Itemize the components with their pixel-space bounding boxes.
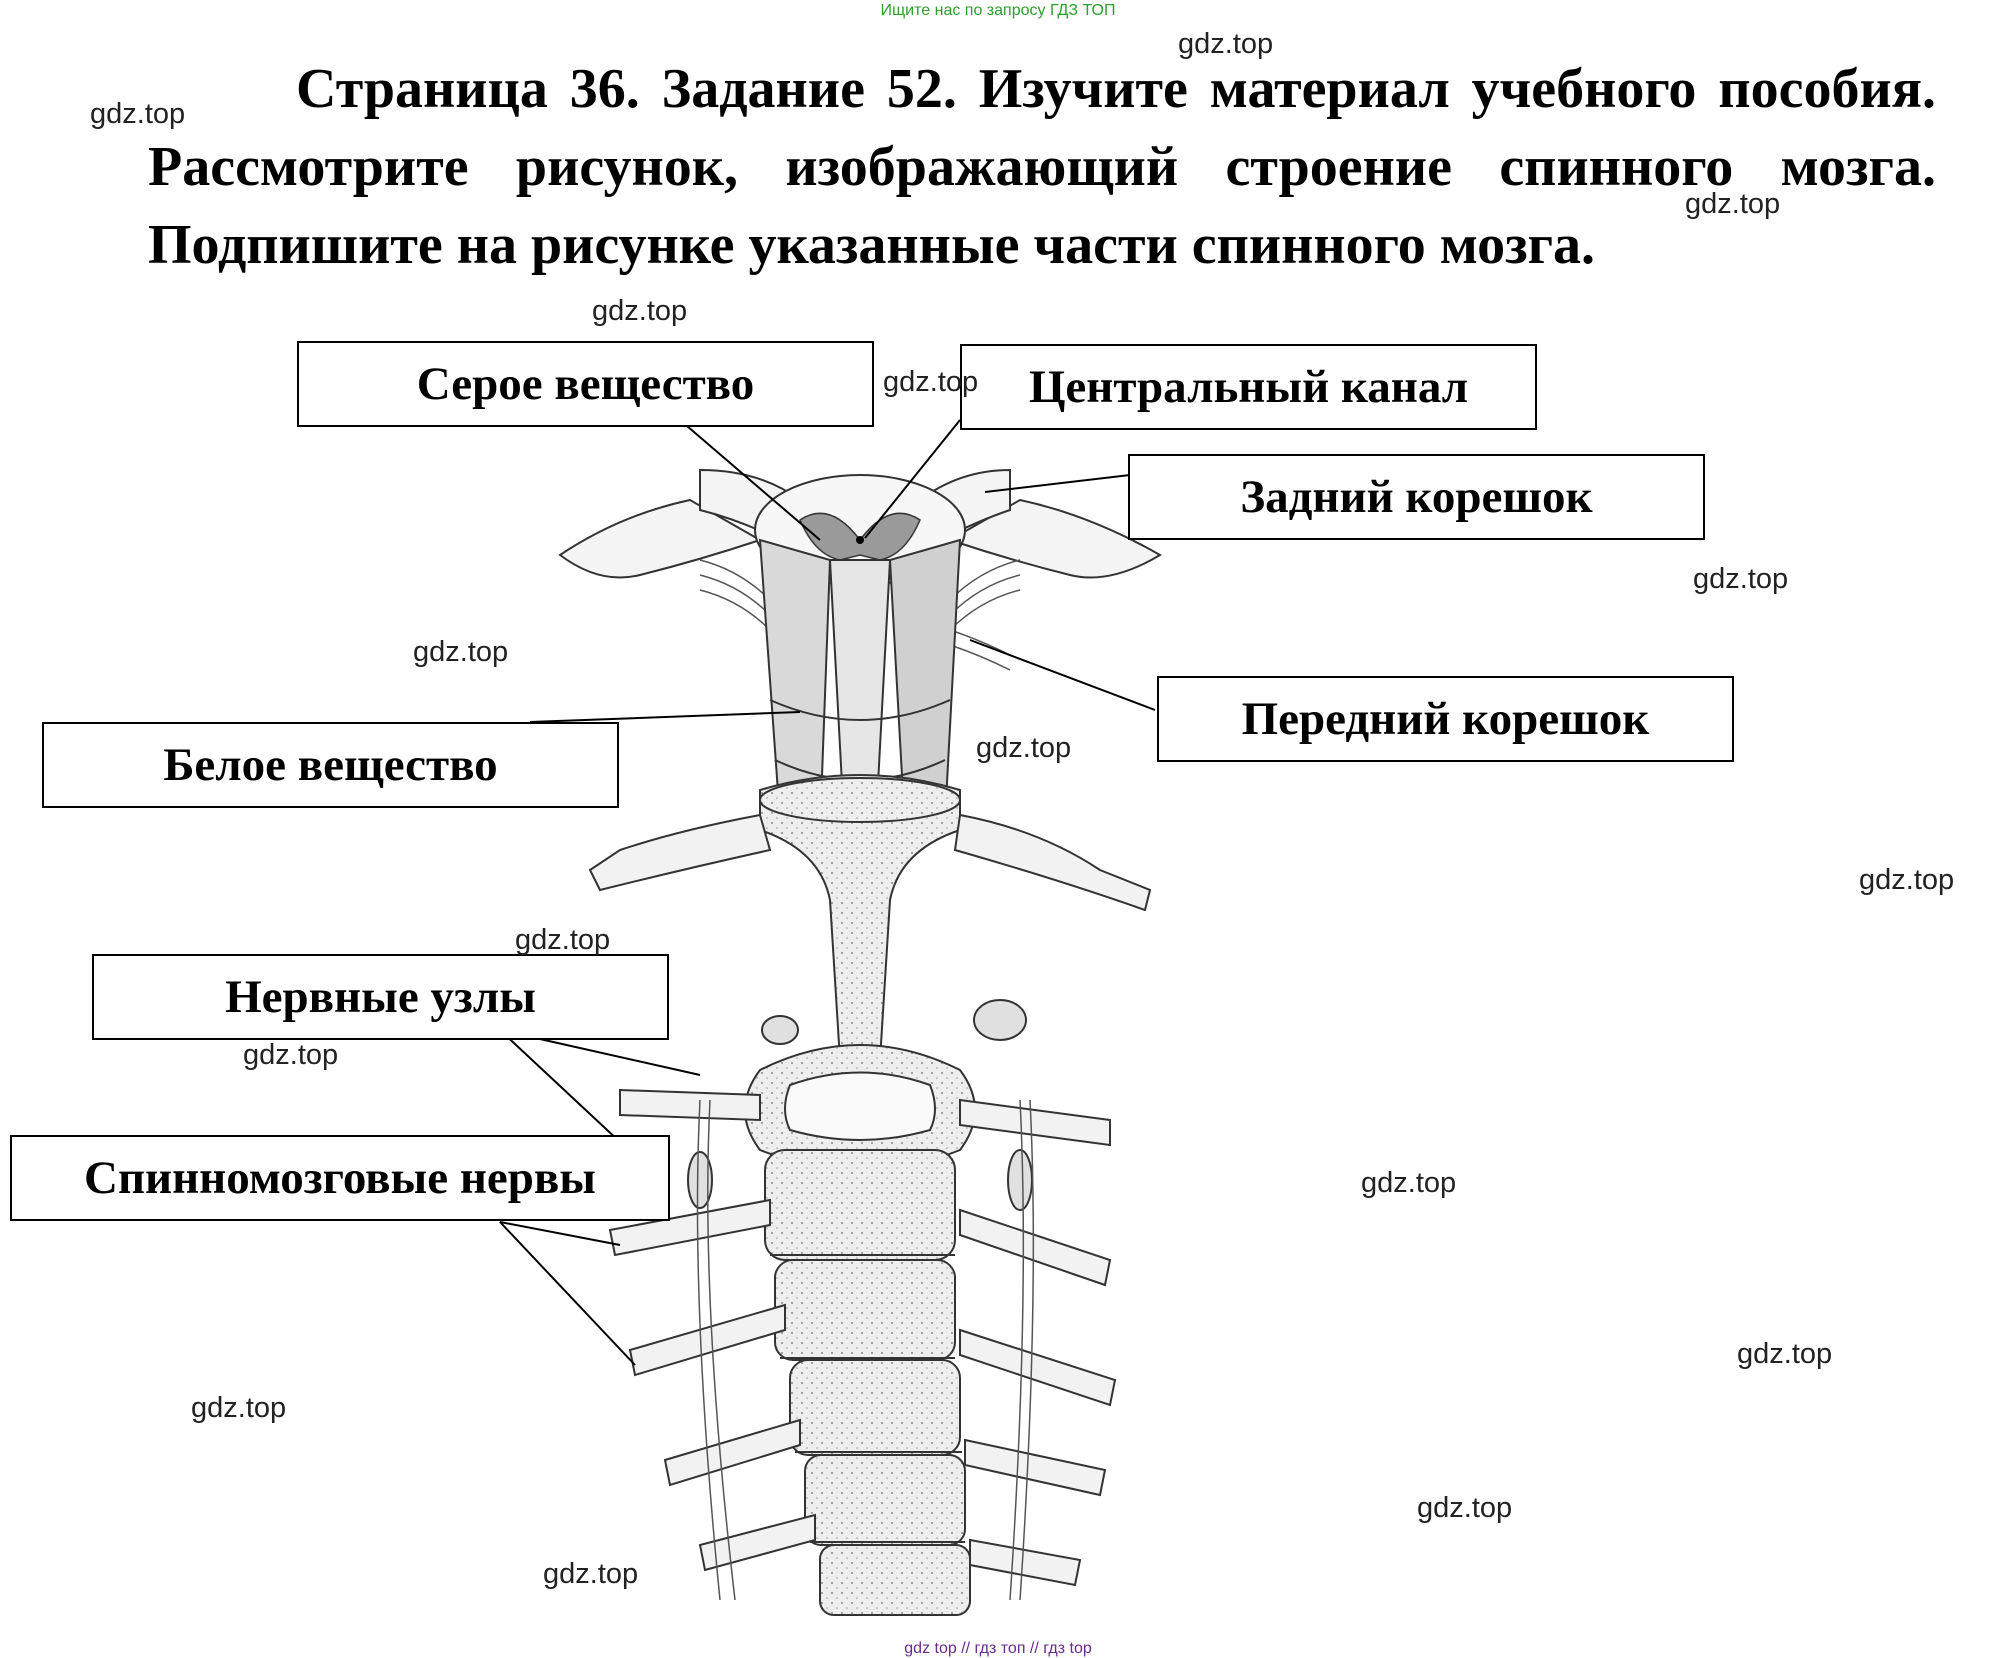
watermark: gdz.top	[191, 1392, 287, 1424]
vertebrae	[744, 1044, 976, 1616]
bottom-banner[interactable]: gdz top // гдз топ // гдз top	[904, 1640, 1092, 1657]
watermark: gdz.top	[1361, 1167, 1457, 1199]
watermark: gdz.top	[883, 366, 979, 398]
task-text: Страница 36. Задание 52. Изучите материа…	[148, 58, 1936, 276]
watermark: gdz.top	[413, 636, 509, 668]
watermark: gdz.top	[1685, 188, 1781, 220]
watermark: gdz.top	[1417, 1492, 1513, 1524]
label-posterior-root-text: Задний корешок	[1240, 471, 1593, 523]
label-central-canal-text: Центральный канал	[1028, 361, 1469, 413]
top-banner[interactable]: Ищите нас по запросу ГДЗ ТОП	[880, 2, 1116, 19]
watermark: gdz.top	[1178, 28, 1274, 60]
label-nerve-ganglia-text: Нервные узлы	[225, 971, 536, 1023]
middle-nerves	[588, 813, 1152, 912]
watermark: gdz.top	[90, 98, 186, 130]
watermark: gdz.top	[543, 1558, 639, 1590]
watermark: gdz.top	[1737, 1338, 1833, 1370]
label-white-matter: Белое вещество	[42, 722, 619, 808]
dura-sheath	[759, 774, 961, 1061]
watermark: gdz.top	[592, 295, 688, 327]
label-anterior-root-text: Передний корешок	[1241, 693, 1650, 745]
label-spinal-nerves: Спинномозговые нервы	[10, 1135, 670, 1221]
watermark: gdz.top	[243, 1039, 339, 1071]
ganglia	[687, 999, 1033, 1211]
cord-columns	[758, 538, 962, 841]
sympathetic-chain	[696, 1099, 1035, 1601]
label-central-canal: Центральный канал	[960, 344, 1537, 430]
label-gray-matter: Серое вещество	[297, 341, 874, 427]
watermark: gdz.top	[1693, 563, 1789, 595]
label-nerve-ganglia: Нервные узлы	[92, 954, 669, 1040]
watermark: gdz.top	[515, 924, 611, 956]
label-posterior-root: Задний корешок	[1128, 454, 1705, 540]
label-white-matter-text: Белое вещество	[163, 739, 498, 791]
watermark: gdz.top	[976, 732, 1072, 764]
label-anterior-root: Передний корешок	[1157, 676, 1734, 762]
label-spinal-nerves-text: Спинномозговые нервы	[84, 1152, 596, 1204]
label-gray-matter-text: Серое вещество	[416, 358, 755, 410]
spinal-nerve-cylinders	[608, 1088, 1117, 1587]
watermark: gdz.top	[1859, 864, 1955, 896]
